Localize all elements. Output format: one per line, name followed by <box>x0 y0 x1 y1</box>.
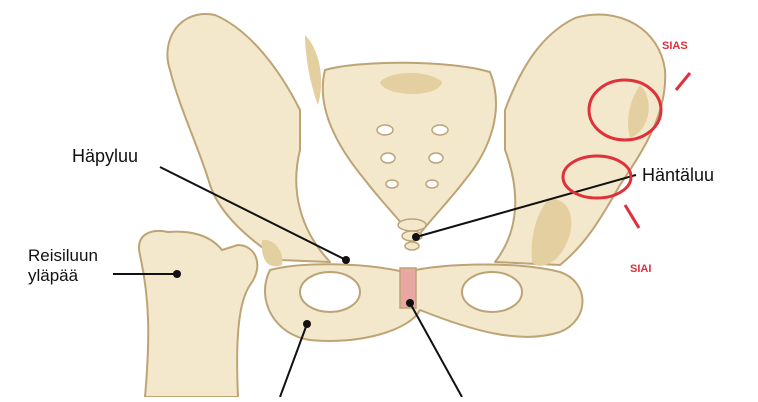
coccyx-pointer-dot <box>412 233 420 241</box>
lower-right-pointer-dot <box>406 299 414 307</box>
left-iliac-wing <box>167 14 330 262</box>
coccyx-segment <box>398 219 426 231</box>
pubis-pointer-dot <box>342 256 350 264</box>
sias-label: SIAS <box>662 40 688 52</box>
coccyx-segment <box>405 242 419 250</box>
sacral-foramen <box>432 125 448 135</box>
femur <box>139 231 257 397</box>
femur-label-line1: Reisiluun <box>28 246 98 266</box>
pubis-label: Häpyluu <box>72 146 138 166</box>
sias-marker-line <box>676 73 690 90</box>
sacral-foramen <box>377 125 393 135</box>
sacral-foramen <box>426 180 438 188</box>
coccyx-label: Häntäluu <box>642 165 714 185</box>
right-obturator-foramen <box>462 272 522 312</box>
sacral-foramen <box>429 153 443 163</box>
sacral-foramen <box>381 153 395 163</box>
sacral-foramen <box>386 180 398 188</box>
siai-label: SIAI <box>630 263 651 275</box>
lower-left-pointer-dot <box>303 320 311 328</box>
left-obturator-foramen <box>300 272 360 312</box>
femur-label-line2: yläpää <box>28 266 78 286</box>
left-wing-rim-shade <box>305 35 321 105</box>
siai-marker-line <box>625 205 639 228</box>
femur-pointer-dot <box>173 270 181 278</box>
